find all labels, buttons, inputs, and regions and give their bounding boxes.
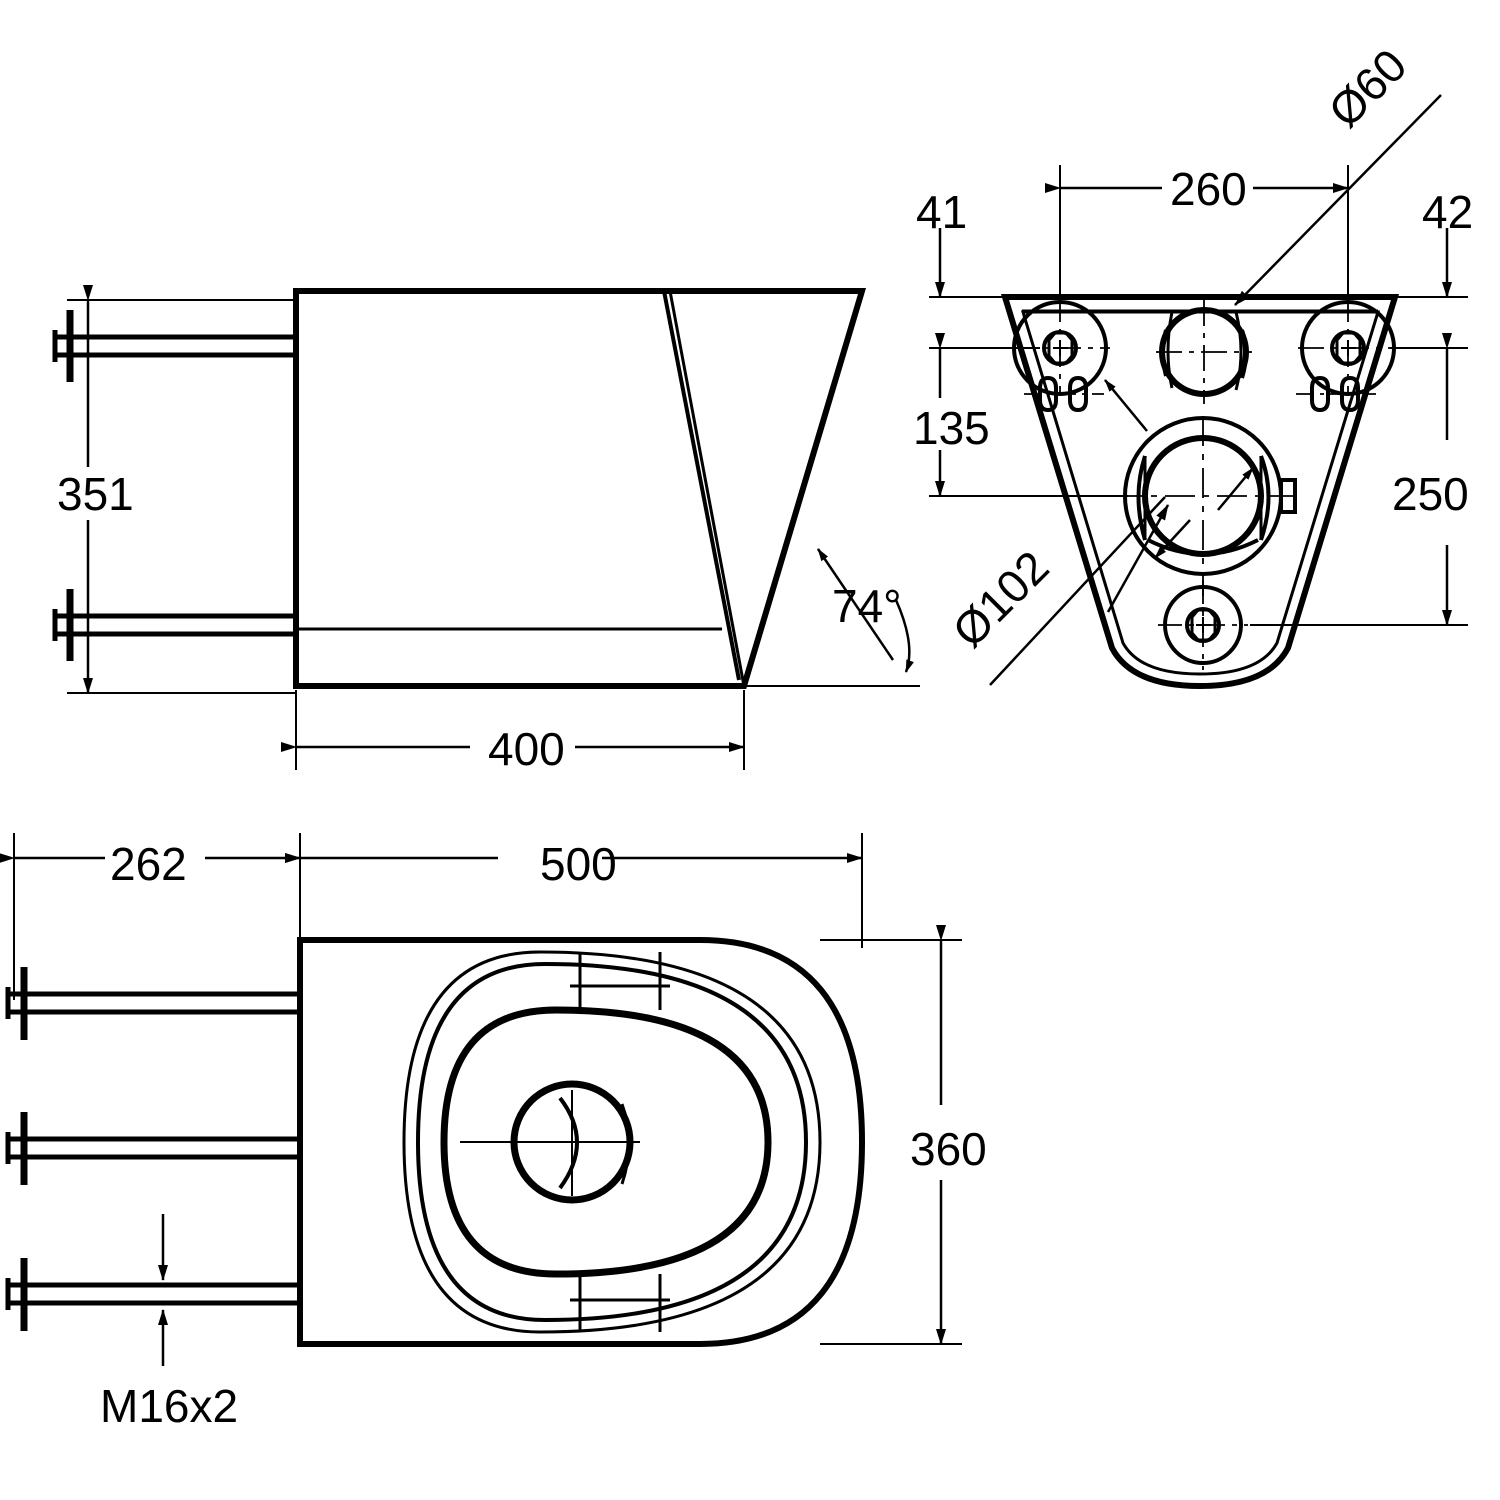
dim-41: [929, 228, 1012, 298]
side-view-bolt-top: [52, 310, 296, 382]
rear-slot-holes-right: [1296, 375, 1376, 413]
plan-bolt-middle: [5, 1112, 300, 1185]
label-360: 360: [910, 1123, 987, 1175]
dim-135: [929, 333, 1128, 497]
dim-dia60: [1234, 94, 1442, 306]
dim-42: [1390, 228, 1468, 298]
label-41: 41: [916, 186, 967, 238]
rear-outlet-102: [1113, 416, 1297, 596]
label-74-degrees: 74°: [832, 580, 902, 632]
rear-bolt-right: [1298, 296, 1398, 396]
rear-pipe-60: [1156, 300, 1252, 404]
dim-360: [820, 925, 962, 1345]
plan-view-geometry: [5, 937, 866, 1347]
dim-400: [281, 690, 745, 770]
label-dia-60: Ø60: [1318, 39, 1416, 137]
rear-slot-holes-left: [1024, 375, 1104, 413]
dim-dia102: [989, 379, 1254, 686]
side-elevation-geometry: [52, 288, 867, 689]
rear-bolt-bottom: [1158, 580, 1248, 670]
label-250: 250: [1392, 468, 1469, 520]
plan-bolt-top: [5, 967, 300, 1040]
side-view-bolt-bottom: [52, 589, 296, 661]
label-42: 42: [1422, 186, 1473, 238]
label-400: 400: [488, 723, 565, 775]
label-351: 351: [57, 468, 134, 520]
plan-bolt-bottom: [5, 1258, 300, 1331]
label-dia-102: Ø102: [942, 541, 1058, 657]
label-262: 262: [110, 838, 187, 890]
dim-74-angle: [744, 548, 920, 687]
dim-260: [1045, 165, 1349, 300]
dim-250: [1250, 333, 1468, 626]
label-500: 500: [540, 838, 617, 890]
label-thread-M16x2: M16x2: [100, 1380, 238, 1432]
dim-500: [285, 833, 863, 948]
label-260: 260: [1170, 163, 1247, 215]
dim-262: [0, 833, 301, 1000]
label-135: 135: [913, 402, 990, 454]
dim-351: [67, 285, 296, 694]
rear-elevation-geometry: [1000, 294, 1400, 690]
